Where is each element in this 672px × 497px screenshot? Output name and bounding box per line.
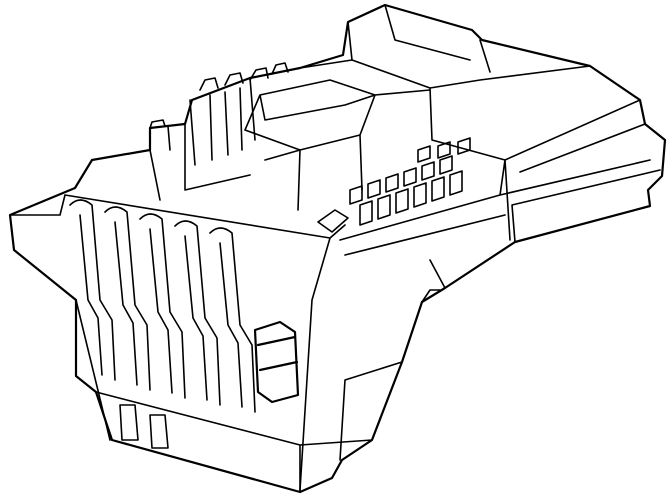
side-connector <box>253 320 300 404</box>
relay-cavity <box>244 79 431 211</box>
top-connector-bank <box>149 62 289 201</box>
base-details <box>95 259 446 493</box>
front-panel <box>9 194 346 491</box>
large-fuse-slots <box>69 199 256 413</box>
housing-outline <box>8 3 667 494</box>
mini-fuse-grid <box>317 137 506 256</box>
